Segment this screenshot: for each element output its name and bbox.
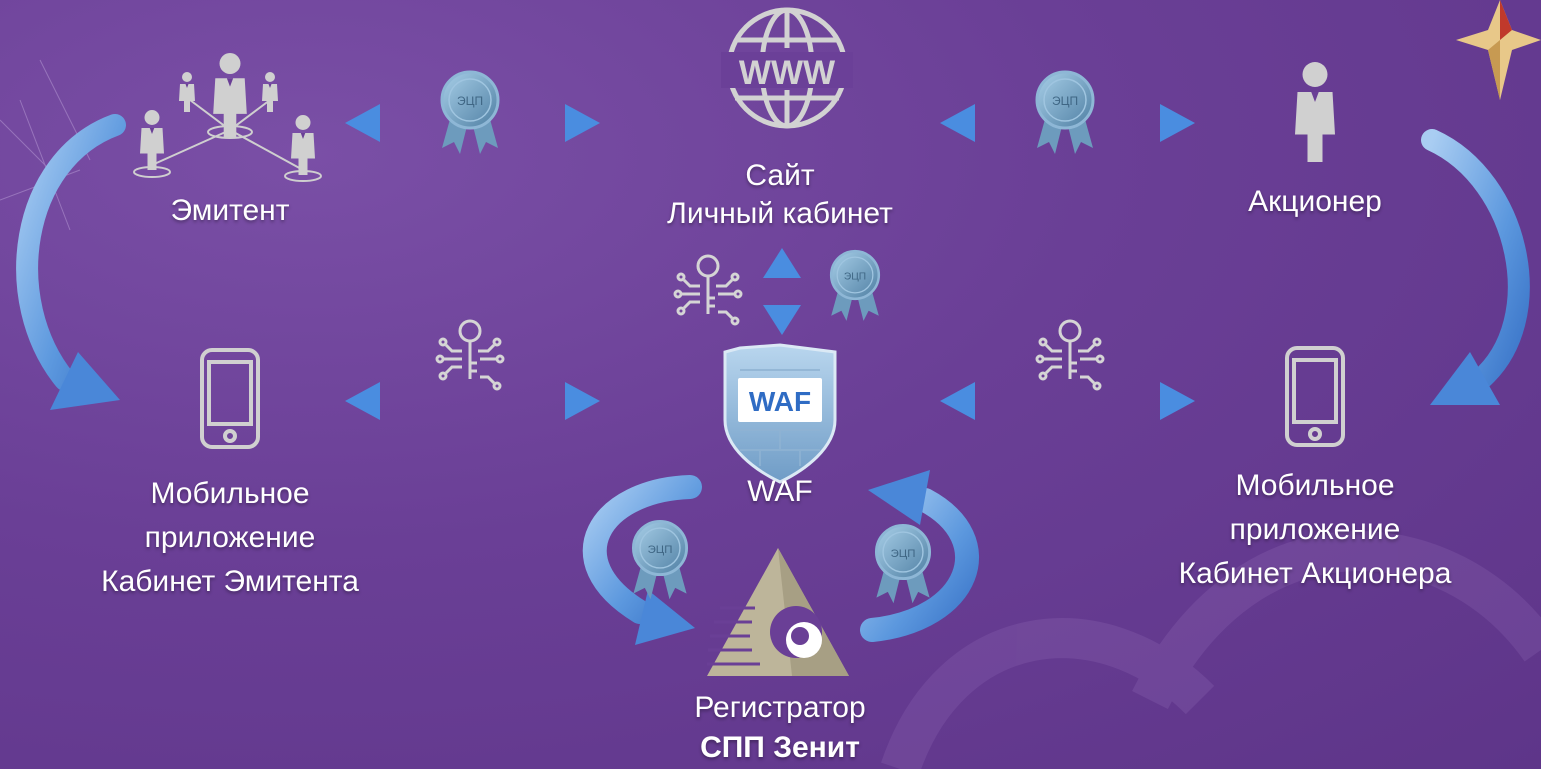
mobile-shareholder-line1: Мобильное — [1235, 469, 1395, 502]
site-label: Сайт Личный кабинет — [620, 157, 940, 233]
seal-label: ЭЦП — [844, 271, 866, 282]
registrar-label-line2: СПП Зенит — [700, 731, 860, 764]
seal-icon: ЭЦП — [874, 523, 932, 605]
seal-icon: ЭЦП — [829, 249, 881, 323]
globe-text-backdrop — [721, 52, 853, 88]
emitent-network-icon — [133, 53, 322, 182]
site-label-line1: Сайт — [745, 159, 815, 192]
mobile-emitent-line1: Мобильное — [150, 477, 310, 510]
curve-arrow-registrar-waf — [860, 470, 979, 642]
background-decoration — [881, 531, 1541, 769]
shareholder-label: Акционер — [1248, 185, 1382, 218]
seal-icon: ЭЦП — [1035, 70, 1095, 156]
registrar-label-line1: Регистратор — [694, 691, 866, 724]
seal-icon: ЭЦП — [631, 519, 689, 601]
seal-label: ЭЦП — [648, 544, 673, 556]
emitent-label: Эмитент — [170, 194, 290, 227]
mobile-emitent-line2: приложение — [144, 521, 316, 554]
compass-star-icon — [1456, 0, 1541, 100]
arrow-site-waf — [763, 248, 801, 335]
mobile-shareholder-label: Мобильное приложение Кабинет Акционера — [1125, 464, 1505, 596]
arrow-mobile-left-waf — [345, 382, 600, 420]
seal-label: ЭЦП — [457, 94, 483, 108]
waf-label: WAF — [747, 475, 813, 508]
curve-arrow-shareholder-mobile — [1421, 129, 1530, 405]
registrar-label: Регистратор СПП Зенит — [630, 688, 930, 768]
globe-www-text: WWW — [739, 54, 836, 92]
key-chip-icon — [435, 319, 505, 391]
mobile-shareholder-line3: Кабинет Акционера — [1178, 557, 1452, 590]
phone-icon-right — [1285, 346, 1345, 447]
mobile-emitent-label: Мобильное приложение Кабинет Эмитента — [40, 472, 420, 604]
key-chip-icon — [673, 254, 743, 326]
key-chip-icon — [1035, 319, 1105, 391]
seal-icon: ЭЦП — [440, 70, 500, 156]
phone-icon-left — [200, 348, 260, 449]
waf-badge-text: WAF — [749, 386, 811, 417]
mobile-shareholder-line2: приложение — [1229, 513, 1401, 546]
curve-arrow-emitent-mobile — [16, 114, 126, 410]
curve-arrow-waf-registrar — [582, 475, 702, 645]
mobile-emitent-line3: Кабинет Эмитента — [101, 565, 359, 598]
waf-shield-icon: WAF — [723, 343, 837, 484]
registrar-logo-icon — [707, 548, 849, 676]
seal-label: ЭЦП — [1052, 94, 1078, 108]
shareholder-icon — [1295, 62, 1335, 162]
site-label-line2: Личный кабинет — [667, 197, 893, 230]
arrow-waf-mobile-right — [940, 382, 1195, 420]
seal-label: ЭЦП — [891, 548, 916, 560]
